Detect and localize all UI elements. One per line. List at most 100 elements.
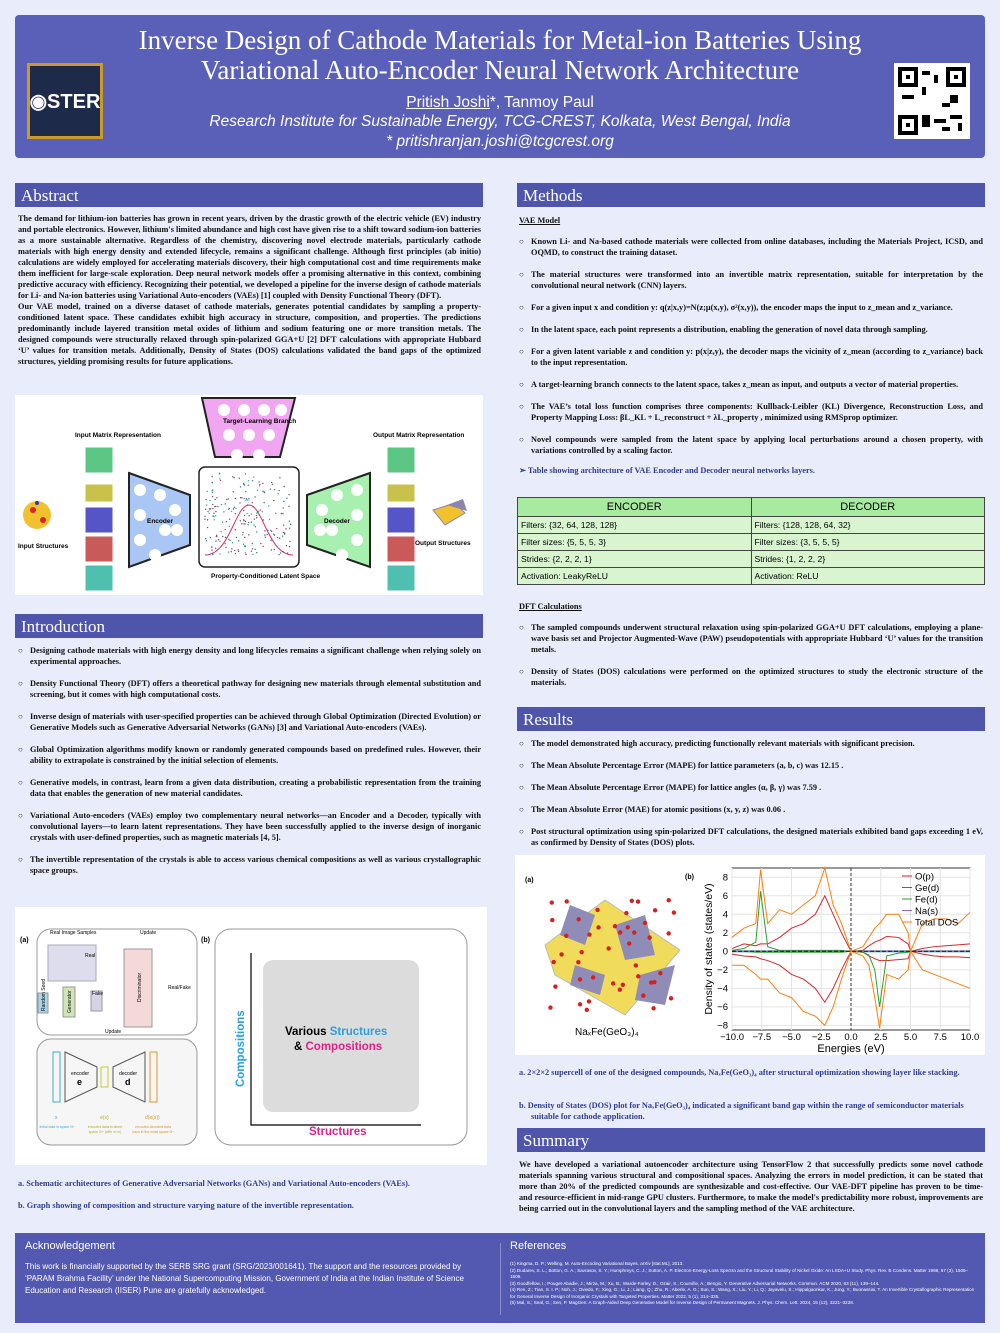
e-text: e [77,1077,82,1087]
encoder-header: ENCODER [517,497,752,517]
qr-code[interactable] [894,63,970,139]
poster-header: ◉STER Inverse Design of Cathode Material… [15,15,985,158]
latent-point [204,515,206,518]
latent-point [288,520,291,522]
oxygen-atom [668,996,674,1001]
latent-point [252,506,254,508]
author-link[interactable]: Pritish Joshi [406,94,490,111]
latent-point [204,518,206,520]
intro-item: The invertible representation of the cry… [18,854,481,876]
latent-point [281,535,284,537]
latent-point [230,550,232,553]
latent-point [239,497,242,499]
y-tick-label: −4 [717,983,728,994]
neuron [243,429,255,441]
latent-point [273,548,275,551]
latent-point [283,500,285,502]
abstract-heading: Abstract [15,183,483,207]
latent-point [269,488,272,490]
results-list: The model demonstrated high accuracy, pr… [519,738,983,859]
latent-point [270,481,273,484]
intro-item: Inverse design of materials with user-sp… [18,711,481,733]
realfake-label: Real/Fake [168,985,191,991]
latent-point [259,483,261,486]
latent-point [289,523,292,525]
oxygen-atom [606,946,611,951]
panel-a-label: (a) [525,877,534,884]
latent-point [282,512,284,515]
latent-point [248,515,250,517]
methods-item: The VAE’s total loss function comprises … [519,401,983,423]
latent-point [262,490,264,493]
neuron [134,484,146,496]
methods-item: Known Li- and Na-based cathode materials… [519,236,983,258]
latent-point [245,498,248,500]
title-line: Variational Auto-Encoder Neural Network … [200,55,800,85]
matrix-block [84,446,114,474]
latent-point [248,498,250,500]
latent-point [244,552,247,554]
latent-point [206,526,209,529]
x-tick-label: −5.0 [782,1032,801,1043]
latent-point [232,476,234,478]
latent-point [273,488,276,491]
oxygen-atom [624,910,629,916]
latent-point [219,473,221,475]
y-axis-label: Density of states (states/eV) [703,883,715,1014]
abstract-text: The demand for lithium-ion batteries has… [18,213,481,367]
latent-point [229,539,231,542]
intro-caption-b: b. Graph showing of composition and stru… [18,1201,354,1210]
latent-point [278,537,281,539]
latent-point [270,549,273,551]
latent-point [234,513,236,515]
latent-point [226,498,228,501]
neuron [275,404,287,416]
matrix-block [386,564,416,592]
latent-point [252,553,254,556]
vae-model-subheading: VAE Model [519,216,561,225]
dft-section: DFT Calculations The sampled compounds u… [519,601,983,699]
table-caption: ➢ Table showing architecture of VAE Enco… [519,466,815,475]
latent-point [278,553,280,556]
latent-point [263,492,266,494]
vae-architecture-figure: Target-Learning Branch Encoder Decoder P… [15,395,483,595]
neuron [351,509,363,521]
neuron [351,534,363,546]
table-cell: Filter sizes: {5, 5, 5, 3} [517,533,752,551]
latent-point [211,491,214,493]
y-tick-label: 2 [723,928,728,939]
latent-point [238,540,240,542]
matrix-block [386,446,416,474]
latent-point [237,549,239,551]
latent-point [273,534,276,536]
latent-point [243,514,246,517]
latent-point [214,515,217,517]
latent-point [244,473,247,475]
abstract-paragraph: Our VAE model, trained on a diverse data… [18,302,481,366]
oxygen-atom [671,910,677,915]
latent-point [245,499,247,501]
email[interactable]: * pritishranjan.joshi@tcgcrest.org [386,133,614,150]
latent-point [215,540,217,542]
latent-point [278,489,280,492]
ex-desc: encoded data in latent space ℝᵐ (with m<… [87,1125,123,1134]
oxygen-atom [635,899,641,904]
y-tick-label: 0 [723,946,728,957]
latent-point [222,535,224,538]
latent-point [277,492,279,495]
latent-point [282,507,284,509]
latent-point [258,514,260,516]
oxygen-atom [590,975,596,980]
series-line-totaldos [732,949,971,1029]
latent-point [234,528,237,531]
intro-item: Global Optimization algorithms modify kn… [18,744,481,766]
latent-point [205,504,208,506]
gan-vae-figure: (a) (b) Real Image Samples Update Real F… [15,907,487,1165]
latent-point [285,528,287,530]
latent-point [285,545,288,547]
dft-list: The sampled compounds underwent structur… [519,622,983,688]
latent-point [273,499,275,502]
latent-point [231,542,234,544]
real-label: Real [85,953,95,959]
latent-point [268,518,271,521]
